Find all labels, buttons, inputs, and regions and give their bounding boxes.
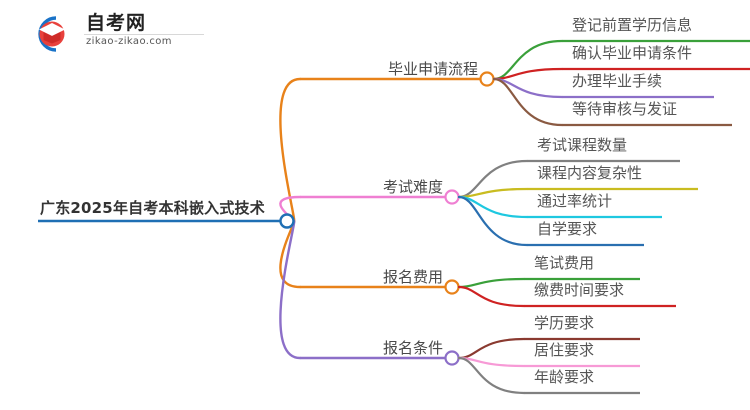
branch-node-2[interactable] <box>444 189 460 205</box>
leaf-label-3-2[interactable]: 缴费时间要求 <box>534 281 625 299</box>
leaf-label-2-4[interactable]: 自学要求 <box>537 220 598 238</box>
leaf-label-1-4[interactable]: 等待审核与发证 <box>572 100 678 118</box>
branch-label-4[interactable]: 报名条件 <box>382 339 443 357</box>
leaf-label-4-1[interactable]: 学历要求 <box>534 314 595 332</box>
leaf-label-2-2[interactable]: 课程内容复杂性 <box>537 164 643 182</box>
leaf-label-4-3[interactable]: 年龄要求 <box>534 368 595 386</box>
leaf-connector-4-1 <box>457 337 526 360</box>
branch-connector-4 <box>279 219 302 360</box>
leaf-label-1-1[interactable]: 登记前置学历信息 <box>572 16 693 34</box>
leaf-label-2-1[interactable]: 考试课程数量 <box>537 136 628 154</box>
leaf-connector-2-3 <box>457 195 529 219</box>
leaf-connector-2-4 <box>457 195 529 247</box>
leaf-connector-1-1 <box>492 39 564 81</box>
leaf-connector-3-1 <box>457 277 526 289</box>
leaf-connector-3-2 <box>457 285 526 308</box>
branch-node-1[interactable] <box>479 71 495 87</box>
leaf-label-4-2[interactable]: 居住要求 <box>534 341 595 359</box>
root-node[interactable] <box>279 213 295 229</box>
branch-label-3[interactable]: 报名费用 <box>382 268 443 286</box>
branch-node-4[interactable] <box>444 350 460 366</box>
root-label[interactable]: 广东2025年自考本科嵌入式技术 <box>40 199 265 217</box>
leaf-connector-1-4 <box>492 77 564 127</box>
leaf-connector-1-3 <box>492 77 564 99</box>
logo-divider <box>84 34 204 35</box>
leaf-label-3-1[interactable]: 笔试费用 <box>534 254 595 272</box>
leaf-label-1-3[interactable]: 办理毕业手续 <box>572 72 663 90</box>
leaf-connector-4-3 <box>457 356 526 395</box>
branch-label-1[interactable]: 毕业申请流程 <box>387 60 478 78</box>
site-logo[interactable]: 自考网 zikao-zikao.com <box>28 10 208 56</box>
branch-label-2[interactable]: 考试难度 <box>382 178 443 196</box>
logo-brand-text: 自考网 <box>86 12 147 34</box>
leaf-label-1-2[interactable]: 确认毕业申请条件 <box>572 44 693 62</box>
graduation-cap-logo-icon <box>28 12 72 54</box>
logo-domain-text: zikao-zikao.com <box>86 36 172 47</box>
branch-node-3[interactable] <box>444 279 460 295</box>
leaf-label-2-3[interactable]: 通过率统计 <box>537 192 613 210</box>
branch-connector-1 <box>279 77 302 223</box>
